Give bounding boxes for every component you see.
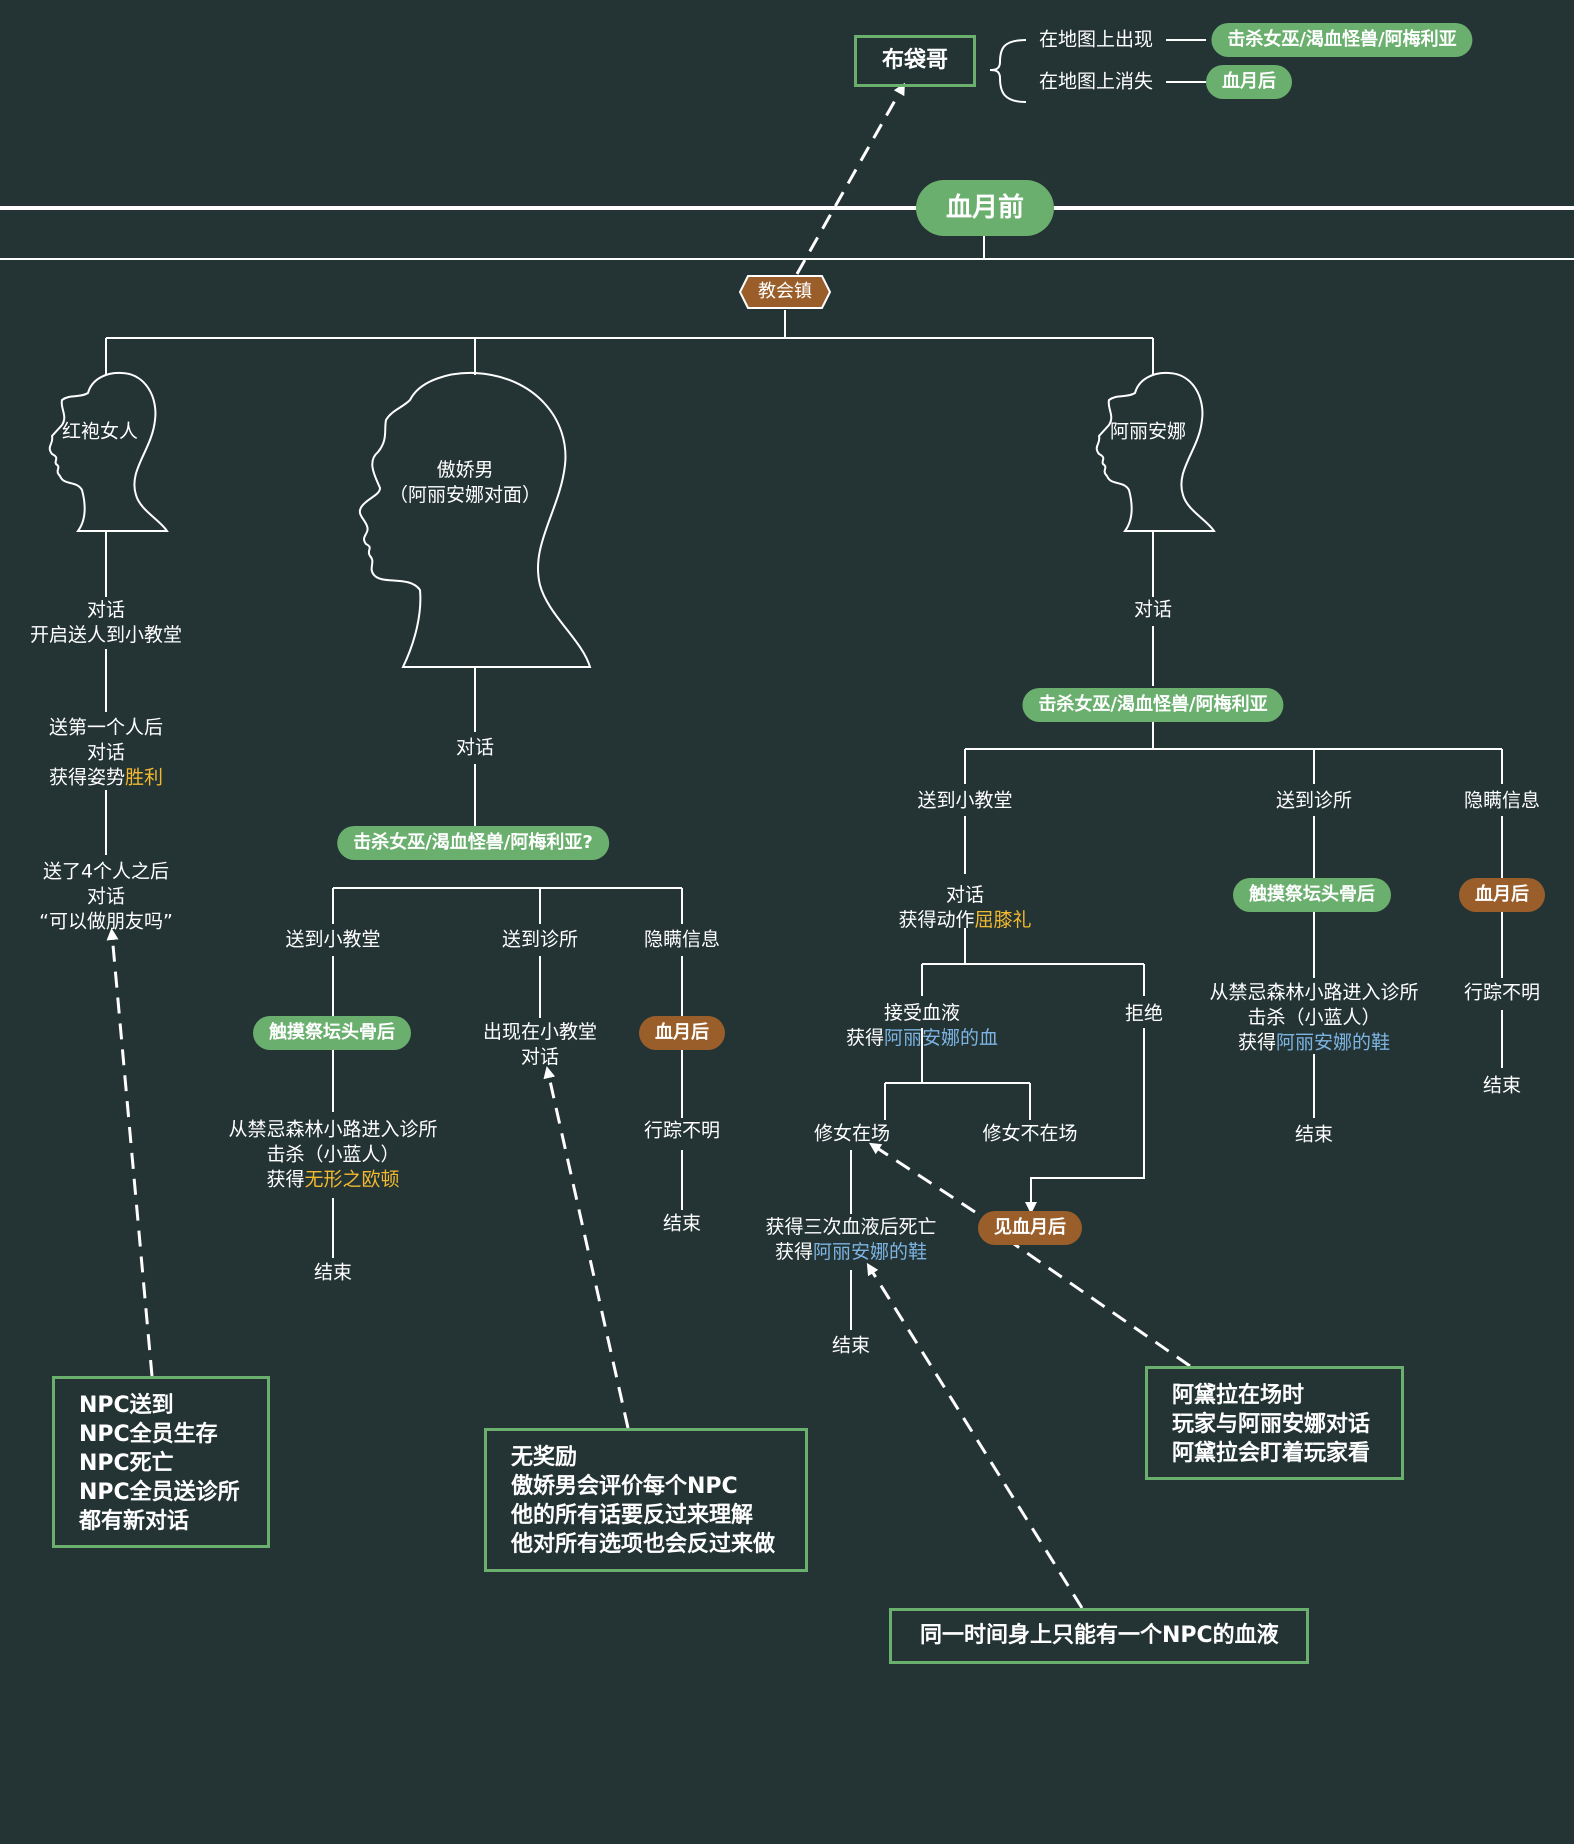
red-robe-head-outline (48, 371, 169, 532)
arianna-accept-label: 接受血液 (883, 1002, 960, 1024)
note-npc-line: NPC死亡 (79, 1451, 174, 1476)
note-npc-line: 都有新对话 (79, 1509, 190, 1534)
note-proud-line: 无奖励 (511, 1445, 578, 1470)
arianna-accept-reward-prefix: 获得 (845, 1027, 884, 1049)
note-npc-dialogue: NPC送到 NPC全员生存 NPC死亡 NPC全员送诊所 都有新对话 (52, 1376, 270, 1548)
proud-man-name: 傲娇男 （阿丽安娜对面） (389, 458, 541, 508)
arianna-shoes-item: 阿丽安娜的鞋 (812, 1241, 928, 1263)
arianna-chapel-result: 对话 获得动作屈膝礼 (898, 883, 1031, 933)
buddy-name: 布袋哥 (881, 48, 948, 73)
note-npc-line: NPC送到 (79, 1393, 174, 1418)
proud-man-condition: 击杀女巫/渴血怪兽/阿梅利亚? (337, 826, 609, 860)
town-label: 教会镇 (758, 281, 812, 302)
red-robe-reward-victory: 胜利 (125, 766, 164, 789)
note-adella-line: 阿黛拉在场时 (1172, 1383, 1305, 1408)
proud-man-chapel-result-line: 从禁忌森林小路进入诊所 (228, 1118, 438, 1141)
note-proud-man: 无奖励 傲娇男会评价每个NPC 他的所有话要反过来理解 他对所有选项也会反过来做 (484, 1428, 808, 1572)
arianna-chapel: 送到小教堂 (917, 789, 1013, 812)
note-proud-line: 他对所有选项也会反过来做 (511, 1532, 776, 1557)
proud-man-chapel-condition: 触摸祭坛头骨后 (253, 1016, 411, 1050)
arianna-reward-curtsy: 屈膝礼 (974, 909, 1032, 931)
red-robe-name: 红袍女人 (61, 420, 139, 443)
proud-man-clinic-result-line: 对话 (520, 1046, 560, 1068)
arianna-clinic-result-line: 击杀（小蓝人） (1247, 1006, 1381, 1029)
arianna-hidden-result: 行踪不明 (1463, 981, 1541, 1004)
arianna-hidden-condition: 血月后 (1459, 878, 1545, 912)
proud-man-chapel-result-line: 击杀（小蓝人） (266, 1143, 400, 1166)
arianna-clinic-shoes-item: 阿丽安娜的鞋 (1275, 1031, 1391, 1054)
proud-man-clinic: 送到诊所 (501, 928, 579, 951)
arianna-nun-present: 修女在场 (813, 1122, 891, 1145)
red-robe-step-2-line: 对话 (86, 741, 125, 764)
red-robe-step-3-line: 对话 (86, 885, 125, 908)
buddy-appear-condition: 击杀女巫/渴血怪兽/阿梅利亚 (1211, 23, 1473, 57)
red-robe-step-3: 送了4个人之后 对话 “可以做朋友吗” (39, 860, 173, 935)
note-adella: 阿黛拉在场时 玩家与阿丽安娜对话 阿黛拉会盯着玩家看 (1145, 1366, 1404, 1480)
red-robe-step-3-line: “可以做朋友吗” (39, 910, 173, 933)
arianna-death-line: 获得三次血液后死亡 (765, 1216, 937, 1238)
arianna-chapel-talk: 对话 (945, 884, 984, 906)
note-proud-line: 他的所有话要反过来理解 (511, 1503, 754, 1528)
buddy-node: 布袋哥 (854, 35, 976, 87)
town-hexagon-shape (738, 275, 832, 309)
arianna-hidden-end: 结束 (1482, 1074, 1522, 1097)
note-npc-line: NPC全员送诊所 (79, 1480, 240, 1505)
red-robe-step-2: 送第一个人后 对话 获得姿势胜利 (49, 716, 163, 791)
buddy-appear-label: 在地图上出现 (1038, 28, 1154, 51)
buddy-vanish-condition: 血月后 (1206, 65, 1292, 99)
red-robe-step-1: 对话 开启送人到小教堂 (30, 598, 182, 648)
proud-man-clinic-result: 出现在小教堂 对话 (483, 1020, 597, 1070)
arianna-refuse: 拒绝 (1124, 1002, 1164, 1025)
page-title: 血月前 (916, 180, 1054, 236)
arianna-clinic-condition: 触摸祭坛头骨后 (1233, 878, 1391, 912)
arianna-chapel-reward-prefix: 获得动作 (898, 909, 975, 931)
red-robe-step-1-line: 对话 (86, 599, 126, 621)
arianna-clinic-result: 从禁忌森林小路进入诊所 击杀（小蓝人） 获得阿丽安娜的鞋 (1209, 981, 1418, 1056)
red-robe-step-3-line: 送了4个人之后 (42, 860, 170, 883)
arianna-death-end: 结束 (831, 1334, 871, 1357)
arianna-clinic: 送到诊所 (1275, 789, 1353, 812)
proud-man-head-outline (358, 371, 592, 668)
proud-man-hidden-condition: 血月后 (639, 1016, 725, 1050)
proud-man-hidden-end: 结束 (662, 1212, 702, 1235)
proud-man-chapel-end: 结束 (313, 1261, 353, 1284)
proud-man-hidden: 隐瞒信息 (643, 928, 721, 951)
arianna-accept-blood: 接受血液 获得阿丽安娜的血 (846, 1001, 998, 1051)
note-adella-line: 阿黛拉会盯着玩家看 (1172, 1441, 1371, 1466)
arianna-condition: 击杀女巫/渴血怪兽/阿梅利亚 (1022, 688, 1284, 722)
proud-man-reward-prefix: 获得 (266, 1168, 305, 1191)
proud-man-name-line: 傲娇男 (436, 459, 494, 481)
proud-man-reward-odon: 无形之欧顿 (304, 1168, 400, 1191)
arianna-clinic-reward-prefix: 获得 (1237, 1031, 1276, 1054)
arianna-see-blood-moon: 见血月后 (978, 1211, 1082, 1245)
proud-man-hidden-result: 行踪不明 (643, 1119, 721, 1142)
proud-man-chapel-result: 从禁忌森林小路进入诊所 击杀（小蓝人） 获得无形之欧顿 (228, 1118, 437, 1193)
red-robe-step-1-line: 开启送人到小教堂 (29, 624, 183, 646)
arianna-clinic-end: 结束 (1294, 1123, 1334, 1146)
arianna-nun-absent: 修女不在场 (982, 1122, 1078, 1145)
town-node: 教会镇 (738, 274, 832, 310)
proud-man-name-line: （阿丽安娜对面） (388, 484, 542, 506)
arianna-blood-item: 阿丽安娜的血 (884, 1027, 999, 1049)
red-robe-reward-prefix: 获得姿势 (48, 766, 125, 789)
red-robe-step-2-line: 送第一个人后 (48, 716, 163, 739)
arianna-death-result: 获得三次血液后死亡 获得阿丽安娜的鞋 (765, 1215, 936, 1265)
note-adella-line: 玩家与阿丽安娜对话 (1172, 1412, 1371, 1437)
proud-man-chapel: 送到小教堂 (285, 928, 381, 951)
note-one-blood: 同一时间身上只能有一个NPC的血液 (889, 1608, 1309, 1664)
proud-man-clinic-result-line: 出现在小教堂 (482, 1021, 598, 1043)
arianna-talk: 对话 (1133, 598, 1173, 621)
note-npc-line: NPC全员生存 (79, 1422, 218, 1447)
arianna-head-outline (1095, 371, 1216, 532)
arianna-hidden: 隐瞒信息 (1463, 789, 1541, 812)
arianna-clinic-result-line: 从禁忌森林小路进入诊所 (1209, 981, 1419, 1004)
note-proud-line: 傲娇男会评价每个NPC (511, 1474, 738, 1499)
arianna-death-reward-prefix: 获得 (774, 1241, 813, 1263)
proud-man-talk: 对话 (455, 736, 495, 759)
arianna-name: 阿丽安娜 (1109, 420, 1187, 443)
buddy-vanish-label: 在地图上消失 (1038, 70, 1154, 93)
note-blood-line: 同一时间身上只能有一个NPC的血液 (920, 1623, 1279, 1648)
